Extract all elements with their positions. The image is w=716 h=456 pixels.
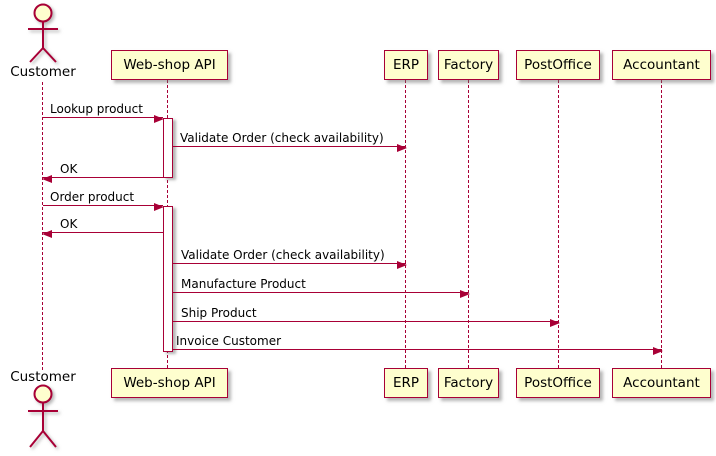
message-label: Manufacture Product xyxy=(181,277,306,291)
participant-accountant-bottom: Accountant xyxy=(612,368,711,398)
message-invoice-customer: Invoice Customer xyxy=(173,334,663,355)
message-line xyxy=(173,321,559,322)
lifeline-postoffice xyxy=(558,80,559,368)
participant-customer-top: Customer xyxy=(10,64,76,80)
participant-name: Accountant xyxy=(623,375,700,391)
participant-name: Factory xyxy=(443,375,494,391)
message-validate-order-2: Validate Order (check availability) xyxy=(173,248,407,269)
participant-webshop-api-bottom: Web-shop API xyxy=(111,368,228,398)
participant-name: ERP xyxy=(392,57,420,73)
participant-factory-bottom: Factory xyxy=(438,368,499,398)
message-manufacture-product: Manufacture Product xyxy=(173,277,470,298)
message-validate-order-1: Validate Order (check availability) xyxy=(173,131,407,152)
activation-bar-1 xyxy=(163,118,173,178)
message-label: Ship Product xyxy=(181,306,257,320)
actor-icon xyxy=(28,384,58,448)
participant-webshop-api-top: Web-shop API xyxy=(111,50,228,80)
participant-name: Accountant xyxy=(623,57,700,73)
message-lookup-product: Lookup product xyxy=(43,102,164,123)
message-order-product: Order product xyxy=(43,190,164,211)
participant-erp-bottom: ERP xyxy=(384,368,428,398)
message-label: Validate Order (check availability) xyxy=(180,131,384,145)
arrow-right-icon xyxy=(154,115,164,123)
message-ship-product: Ship Product xyxy=(173,306,560,327)
lifeline-erp xyxy=(405,80,406,368)
message-line xyxy=(173,349,662,350)
participant-erp-top: ERP xyxy=(384,50,428,80)
message-line xyxy=(43,232,163,233)
message-line xyxy=(43,177,163,178)
participant-name: Factory xyxy=(443,57,494,73)
arrow-right-icon xyxy=(653,347,663,355)
message-label: Invoice Customer xyxy=(176,334,282,348)
lifeline-customer xyxy=(42,82,43,370)
message-line xyxy=(173,263,406,264)
participant-postoffice-bottom: PostOffice xyxy=(516,368,600,398)
participant-name: Web-shop API xyxy=(123,57,216,73)
participant-name: ERP xyxy=(392,375,420,391)
message-ok-2: OK xyxy=(42,217,163,238)
arrow-right-icon xyxy=(397,261,407,269)
arrow-right-icon xyxy=(154,203,164,211)
message-line xyxy=(43,117,163,118)
arrow-left-icon xyxy=(42,175,52,183)
message-label: OK xyxy=(60,162,78,176)
activation-bar-2 xyxy=(163,206,173,352)
participant-postoffice-top: PostOffice xyxy=(516,50,600,80)
message-line xyxy=(43,205,163,206)
actor-icon xyxy=(28,3,58,63)
lifeline-accountant xyxy=(661,80,662,368)
participant-name: Web-shop API xyxy=(123,375,216,391)
participant-name: PostOffice xyxy=(524,57,592,73)
message-label: Validate Order (check availability) xyxy=(181,248,385,262)
message-label: Lookup product xyxy=(50,102,143,116)
participant-name: PostOffice xyxy=(524,375,592,391)
message-label: OK xyxy=(60,217,78,231)
message-ok-1: OK xyxy=(42,162,163,183)
arrow-right-icon xyxy=(460,290,470,298)
message-label: Order product xyxy=(50,190,135,204)
message-line xyxy=(173,292,469,293)
lifeline-factory xyxy=(468,80,469,368)
participant-customer-bottom: Customer xyxy=(10,369,76,385)
participant-factory-top: Factory xyxy=(438,50,499,80)
participant-accountant-top: Accountant xyxy=(612,50,711,80)
arrow-left-icon xyxy=(42,230,52,238)
arrow-right-icon xyxy=(550,319,560,327)
message-line xyxy=(173,146,406,147)
arrow-right-icon xyxy=(397,144,407,152)
